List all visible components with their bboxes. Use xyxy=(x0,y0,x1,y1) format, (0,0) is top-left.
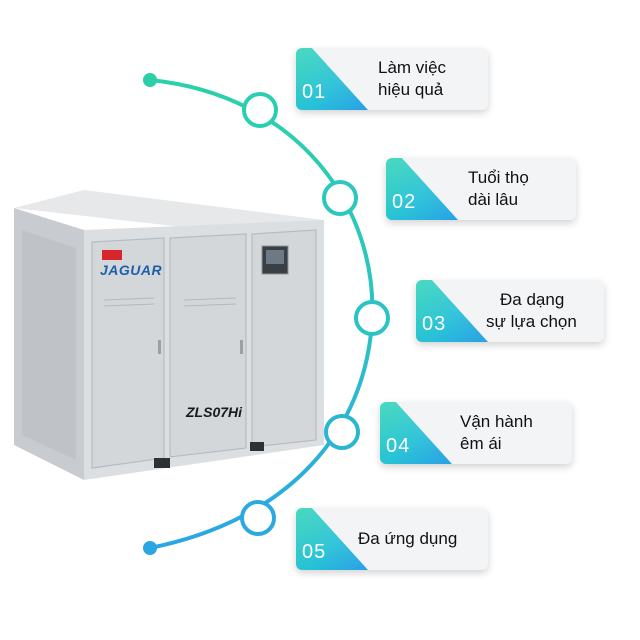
feature-number: 02 xyxy=(392,191,417,213)
timeline-node-3 xyxy=(354,300,390,336)
arc-end-dot-bottom xyxy=(143,541,157,555)
brand-logo: JAGUAR xyxy=(100,262,163,278)
model-label: ZLS07Hi xyxy=(186,404,243,420)
timeline-node-2 xyxy=(322,180,358,216)
feature-label-line1: Đa dạng xyxy=(500,290,565,309)
feature-card-1: 01 Làm việc hiệu quả xyxy=(296,48,488,110)
timeline-node-1 xyxy=(242,92,278,128)
arc-end-dot-top xyxy=(143,73,157,87)
feature-number: 04 xyxy=(386,435,411,457)
timeline-node-5 xyxy=(240,500,276,536)
air-compressor-illustration xyxy=(14,190,324,480)
feature-label-line1: Tuổi thọ xyxy=(468,168,529,187)
feature-card-5: 05 Đa ứng dụng xyxy=(296,508,488,570)
feature-number: 03 xyxy=(422,313,447,335)
feature-label-line2: hiệu quả xyxy=(378,80,444,99)
feature-label-line1: Vận hành xyxy=(460,412,533,431)
feature-number: 05 xyxy=(302,541,327,563)
feature-label-line2: dài lâu xyxy=(468,190,519,209)
feature-card-3: 03 Đa dạng sự lựa chọn xyxy=(416,280,604,342)
feature-label-line2: êm ái xyxy=(460,434,502,453)
feature-card-2: 02 Tuổi thọ dài lâu xyxy=(386,158,576,220)
feature-label-line2: sự lựa chọn xyxy=(486,312,577,331)
timeline-node-4 xyxy=(324,414,360,450)
feature-number: 01 xyxy=(302,81,327,103)
feature-label-line1: Đa ứng dụng xyxy=(358,529,458,548)
feature-card-4: 04 Vận hành êm ái xyxy=(380,402,572,464)
feature-label-line1: Làm việc xyxy=(378,58,447,77)
